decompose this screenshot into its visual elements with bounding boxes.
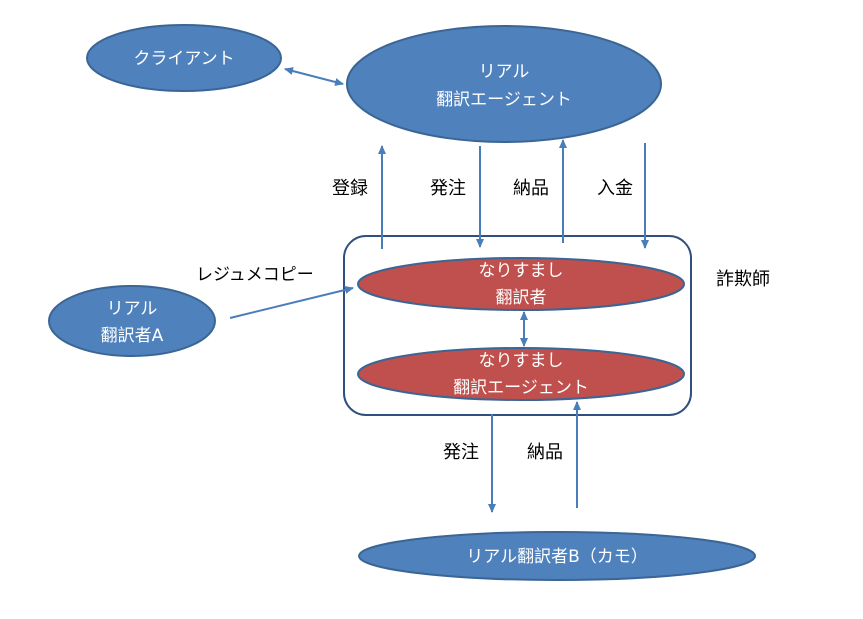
fake-agent-label-line2: 翻訳エージェント [453,378,589,398]
real-translator-a-label-line2: 翻訳者A [101,326,164,346]
fake-translator-node [357,257,685,311]
real-agent-node [346,25,662,143]
resume-copy-label: レジュメコピー [196,265,314,285]
register-label: 登録 [332,178,368,199]
client-node [86,24,282,92]
fake-translator-label-line1: なりすまし [479,261,564,281]
fake-agent-node [357,347,685,401]
resume-copy-arrow [229,286,354,319]
payment-label: 入金 [597,178,633,199]
fraudster-label: 詐欺師 [716,269,770,290]
real-agent-label-line1: リアル [479,62,530,82]
real-translator-a-node [48,285,216,357]
client-agent-arrow [284,67,344,86]
real-agent-label-line2: 翻訳エージェント [436,90,572,110]
real-translator-a-label-line1: リアル [107,299,158,319]
fake-agent-label-line1: なりすまし [479,351,564,371]
real-translator-b-label: リアル翻訳者B（カモ） [466,547,648,567]
delivery-bottom-label: 納品 [527,442,563,463]
order-top-label: 発注 [430,178,466,199]
client-label: クライアント [133,49,234,69]
fraudster-group-box [343,235,692,416]
order-bottom-label: 発注 [443,442,479,463]
delivery-top-label: 納品 [513,178,549,199]
real-translator-b-node [358,531,756,581]
fake-translator-label-line2: 翻訳者 [496,288,547,308]
